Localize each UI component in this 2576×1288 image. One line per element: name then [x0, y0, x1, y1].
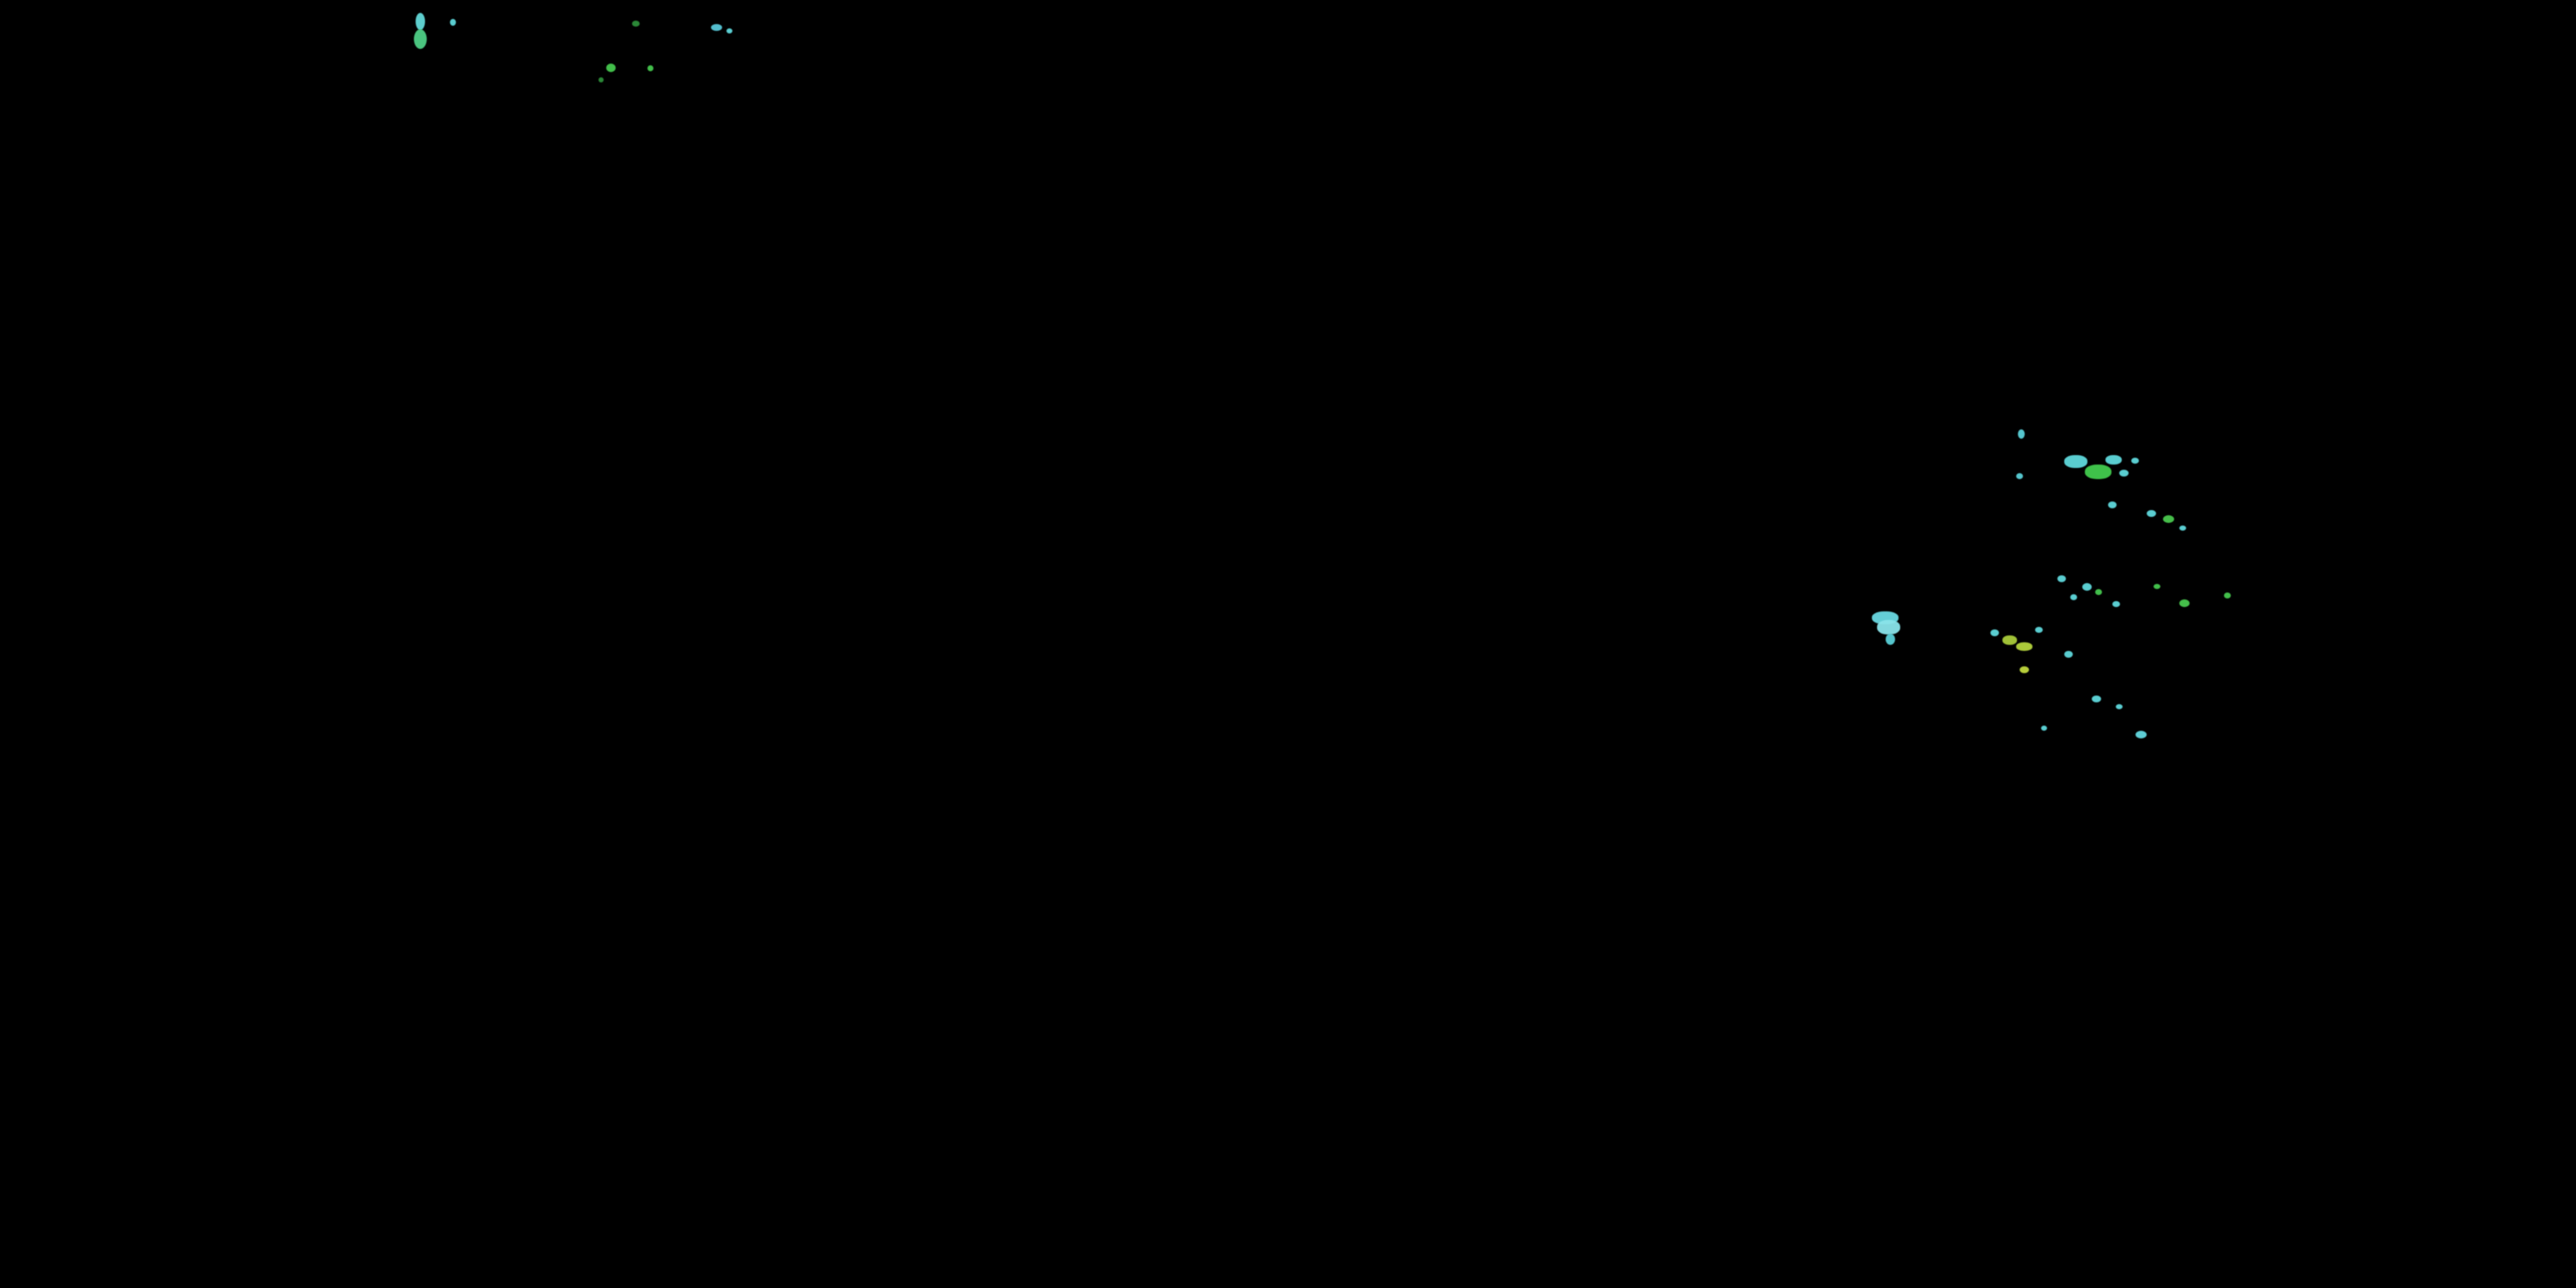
radar-echo	[2224, 592, 2231, 598]
radar-echo	[2070, 594, 2077, 600]
radar-echo	[2057, 575, 2066, 582]
radar-echo	[2147, 510, 2156, 517]
radar-echo	[2002, 635, 2017, 645]
radar-echo	[2041, 726, 2047, 731]
radar-echo	[2085, 465, 2111, 479]
radar-echo	[414, 29, 427, 49]
radar-echo	[2020, 666, 2029, 673]
radar-echo	[2018, 429, 2025, 439]
radar-echo	[1990, 629, 1999, 636]
radar-echo	[2035, 627, 2043, 633]
radar-echo	[2179, 526, 2186, 531]
radar-echo	[2131, 458, 2139, 464]
radar-echo	[647, 65, 653, 71]
radar-echo	[1886, 634, 1895, 645]
radar-echo	[598, 77, 604, 82]
radar-echo	[606, 64, 616, 72]
radar-echo	[632, 21, 640, 27]
radar-echo	[711, 24, 722, 31]
radar-echo	[2163, 515, 2174, 523]
radar-echo	[726, 28, 732, 33]
radar-echo	[2016, 642, 2032, 651]
radar-echo	[2116, 704, 2123, 709]
radar-echo	[2105, 455, 2122, 465]
radar-echo	[2112, 601, 2120, 607]
radar-echo	[2179, 599, 2190, 607]
radar-echo	[2082, 583, 2092, 591]
radar-echo	[2095, 589, 2102, 595]
radar-echo	[1877, 620, 1900, 635]
radar-echo	[416, 13, 425, 30]
radar-echo	[2154, 584, 2160, 589]
radar-echo	[2016, 473, 2023, 479]
radar-echo	[450, 19, 456, 26]
radar-echo	[2092, 696, 2101, 702]
radar-echo	[2064, 455, 2087, 468]
radar-echo	[2136, 731, 2147, 738]
radar-echo	[2064, 651, 2073, 658]
radar-echo	[2108, 501, 2117, 508]
radar-echo	[2119, 470, 2129, 477]
